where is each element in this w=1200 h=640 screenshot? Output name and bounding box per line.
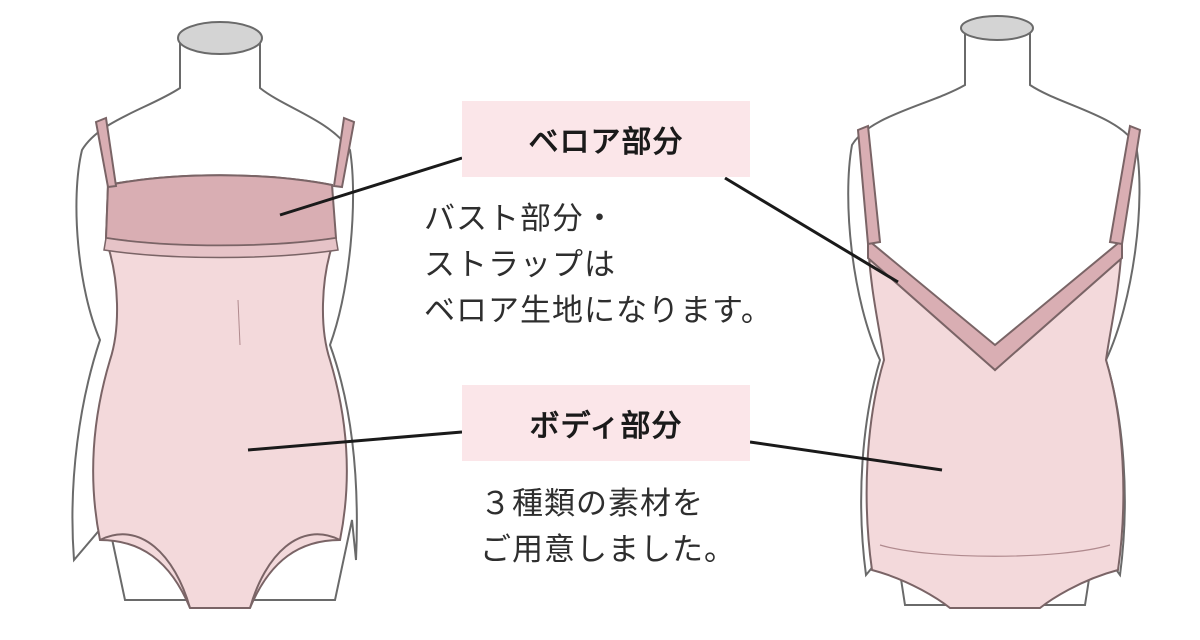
leader-body-back (749, 440, 943, 472)
leader-velour-front (279, 156, 463, 217)
front-velour-bust (104, 174, 338, 247)
velour-label-text: ベロア部分 (528, 125, 684, 160)
back-strap-right (1108, 124, 1142, 246)
body-label-text: ボディ部分 (529, 409, 683, 444)
velour-note-line-1: バスト部分・ (424, 201, 616, 237)
front-leotard (92, 116, 356, 609)
body-label: ボディ部分 (462, 385, 750, 461)
back-strap-left (856, 124, 882, 246)
body-note: ３種類の素材を ご用意しました。 (480, 481, 736, 573)
leader-velour-back (724, 176, 899, 284)
front-center-crease (237, 299, 241, 346)
back-leotard (856, 124, 1142, 609)
front-neck-top (177, 21, 263, 55)
front-leg-left (99, 533, 191, 609)
velour-label: ベロア部分 (462, 101, 750, 177)
back-velour-band (867, 237, 1123, 372)
back-seat-line (879, 544, 1111, 557)
body-note-line-2: ご用意しました。 (480, 532, 736, 568)
leader-body-front (247, 430, 463, 452)
velour-note: バスト部分・ ストラップは ベロア生地になります。 (424, 196, 773, 334)
front-velour-band (103, 237, 339, 259)
front-strap-right (332, 116, 356, 189)
back-leotard-body (865, 237, 1125, 609)
front-strap-left (94, 116, 118, 189)
front-leg-right (249, 533, 341, 609)
velour-note-line-3: ベロア生地になります。 (424, 293, 773, 329)
back-neck-top (960, 15, 1034, 41)
velour-note-line-2: ストラップは (424, 247, 616, 283)
body-note-line-1: ３種類の素材を (480, 486, 704, 522)
